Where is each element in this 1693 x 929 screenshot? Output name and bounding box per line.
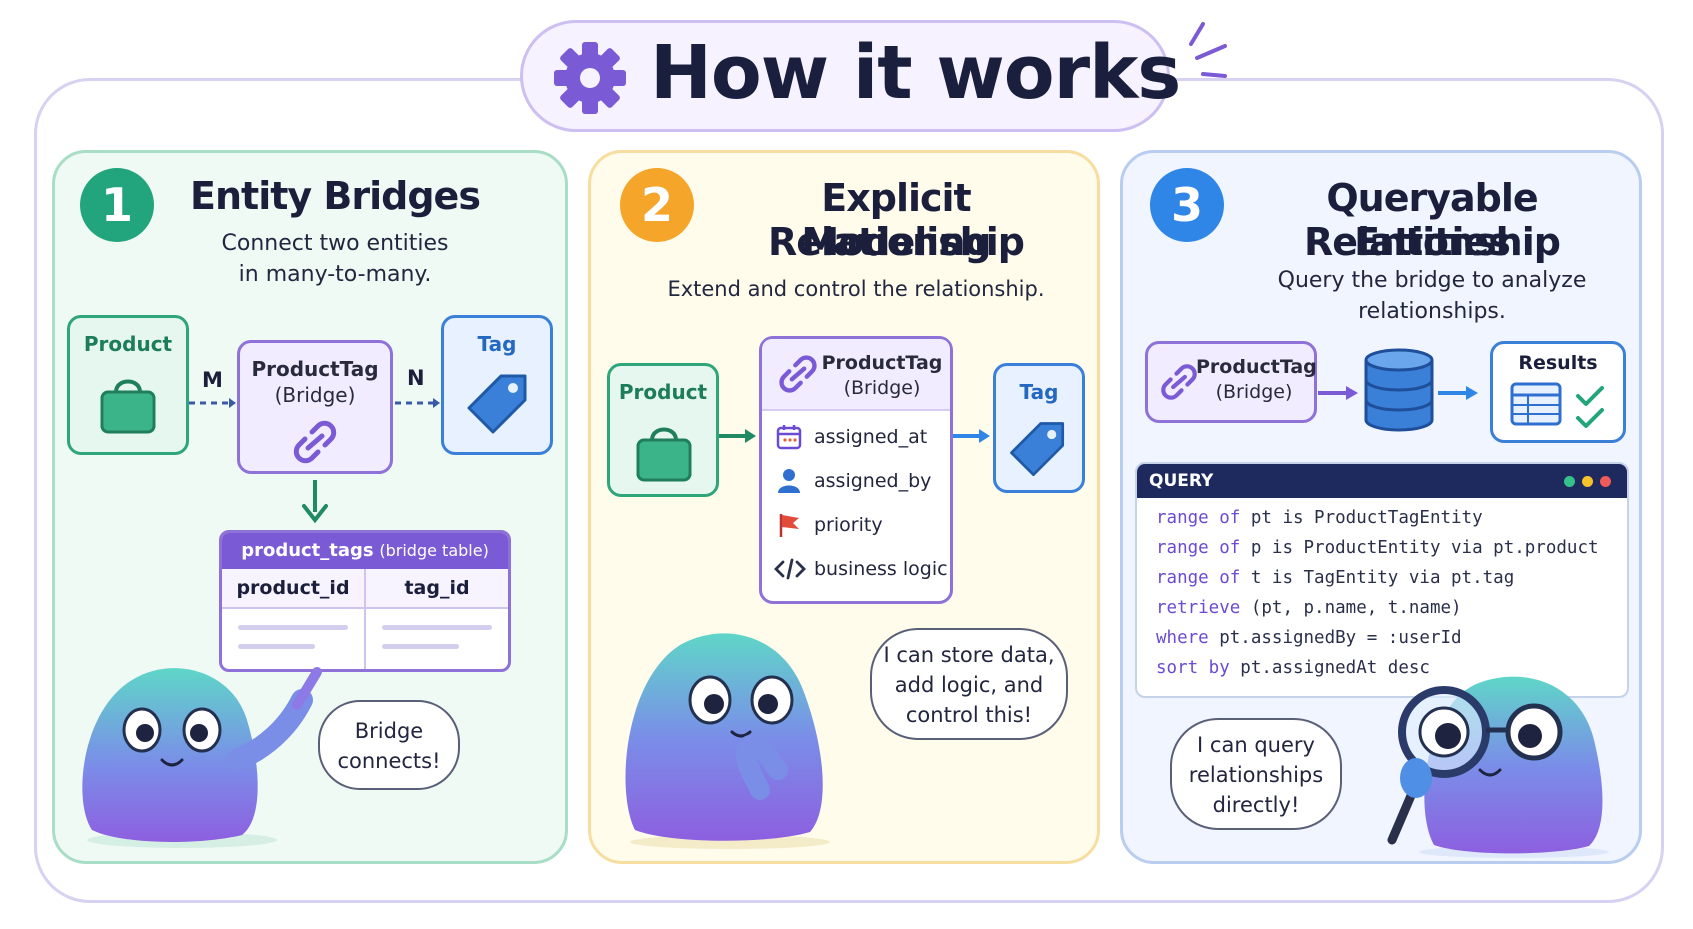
connector-right <box>395 398 440 408</box>
panel-1-subtitle-line-2: in many-to-many. <box>238 262 432 287</box>
bridge-1-label-line-1: ProductTag <box>251 357 379 381</box>
bridge-1-label-line-2: (Bridge) <box>274 383 356 407</box>
checkmark-icon <box>1576 386 1604 428</box>
shopping-bag-icon <box>100 379 156 434</box>
speech-2-line-2: add logic, and <box>894 673 1044 697</box>
query-window-header: QUERY <box>1137 464 1627 498</box>
speech-2-line-3: control this! <box>905 703 1033 727</box>
calendar-icon <box>776 425 802 450</box>
panel-2-heading-line-2: Modeling <box>801 220 991 264</box>
database-icon <box>1364 348 1434 432</box>
speech-3-line-2: relationships <box>1188 763 1324 787</box>
bridge-3-label-line-2: (Bridge) <box>1215 381 1293 403</box>
column-tag-id: tag_id <box>404 577 470 599</box>
flag-icon <box>779 514 799 537</box>
tag-icon <box>1010 422 1065 477</box>
panel-3-heading-line-2: Entities <box>1354 220 1511 264</box>
table-cell-placeholder <box>222 609 366 669</box>
speech-1-line-2: connects! <box>337 749 441 773</box>
attribute-priority: priority <box>814 514 883 536</box>
link-icon <box>293 420 337 464</box>
bridge-2-label-line-1: ProductTag <box>821 352 943 374</box>
attribute-business-logic: business logic <box>814 558 948 580</box>
product-entity-label-2: Product <box>618 380 708 404</box>
panel-1-heading: Entity Bridges <box>190 174 481 218</box>
bridge-box-3 <box>1145 341 1317 423</box>
panel-3-subtitle-line-1: Query the bridge to analyze <box>1277 268 1587 293</box>
attribute-assigned-by: assigned_by <box>814 470 932 492</box>
attribute-assigned-at: assigned_at <box>814 426 928 448</box>
speech-bubble-1: Bridge connects! <box>318 700 460 790</box>
arrow-right-green <box>719 429 756 443</box>
link-icon <box>1161 364 1197 400</box>
table-name: product_tags <box>241 540 374 561</box>
query-line-3: range of t is TagEntity via pt.tag <box>1156 568 1515 588</box>
tag-icon <box>467 374 527 434</box>
shopping-bag-icon <box>636 427 692 482</box>
bridge-2-label-line-2: (Bridge) <box>843 377 921 399</box>
mascot-magnifier <box>1387 676 1609 858</box>
connector-left <box>189 398 236 408</box>
mascot-pointing <box>82 667 322 848</box>
product-entity-label: Product <box>83 332 173 356</box>
query-line-5: where pt.assignedBy = :userId <box>1156 628 1462 648</box>
speech-bubble-3: I can query relationships directly! <box>1170 718 1342 830</box>
arrow-right-blue <box>953 429 990 443</box>
speech-1-line-1: Bridge <box>354 719 424 743</box>
title-pill <box>520 20 1170 132</box>
speech-3-line-1: I can query <box>1197 733 1315 757</box>
step-number-3: 3 <box>1150 168 1224 242</box>
arrow-down <box>302 480 328 524</box>
speech-3-line-3: directly! <box>1212 793 1300 817</box>
step-number-1: 1 <box>80 168 154 242</box>
table-icon <box>1510 382 1562 426</box>
query-line-4: retrieve (pt, p.name, t.name) <box>1156 598 1462 618</box>
query-line-6: sort by pt.assignedAt desc <box>1156 658 1430 678</box>
results-label: Results <box>1518 352 1598 374</box>
panel-2-heading-line-1: Explicit Relationship <box>768 176 1025 264</box>
tag-entity-label: Tag <box>477 332 517 356</box>
step-number-2: 2 <box>620 168 694 242</box>
window-dot-green <box>1564 476 1575 487</box>
code-icon <box>774 558 806 580</box>
cardinality-n: N <box>407 366 425 390</box>
query-window: QUERY <box>1135 462 1629 698</box>
query-title: QUERY <box>1149 471 1214 491</box>
sparkle-decoration <box>1189 22 1227 78</box>
table-cell-placeholder <box>366 609 508 669</box>
table-note: (bridge table) <box>379 541 489 560</box>
window-dot-yellow <box>1582 476 1593 487</box>
table-header-row: product_id tag_id <box>222 569 508 609</box>
panel-2-subtitle: Extend and control the relationship. <box>667 277 1045 301</box>
panel-3-heading-line-1: Queryable Relationship <box>1304 176 1561 264</box>
arrow-right-purple <box>1318 386 1358 400</box>
arrow-right-blue <box>1438 386 1478 400</box>
bridge-table: product_tags (bridge table) product_id t… <box>219 530 511 672</box>
table-body <box>222 609 508 669</box>
page-title: How it works <box>650 30 1181 116</box>
user-icon <box>778 469 800 493</box>
speech-bubble-2: I can store data, add logic, and control… <box>870 628 1068 740</box>
tag-entity-label-2: Tag <box>1019 380 1059 404</box>
panel-3-subtitle-line-2: relationships. <box>1358 299 1506 324</box>
speech-2-line-1: I can store data, <box>883 643 1055 667</box>
mascot-thinking <box>625 633 830 849</box>
panel-1-subtitle-line-1: Connect two entities <box>221 231 449 256</box>
bridge-3-label-line-1: ProductTag <box>1196 356 1317 378</box>
gear-icon <box>554 42 626 114</box>
bridge-table-header: product_tags (bridge table) <box>222 533 508 569</box>
window-dot-red <box>1600 476 1611 487</box>
query-line-1: range of pt is ProductTagEntity <box>1156 508 1483 528</box>
bridge-box-2-header <box>762 339 950 411</box>
link-icon <box>779 355 817 393</box>
query-line-2: range of p is ProductEntity via pt.produ… <box>1156 538 1599 558</box>
cardinality-m: M <box>202 368 223 392</box>
column-product-id: product_id <box>222 569 366 607</box>
